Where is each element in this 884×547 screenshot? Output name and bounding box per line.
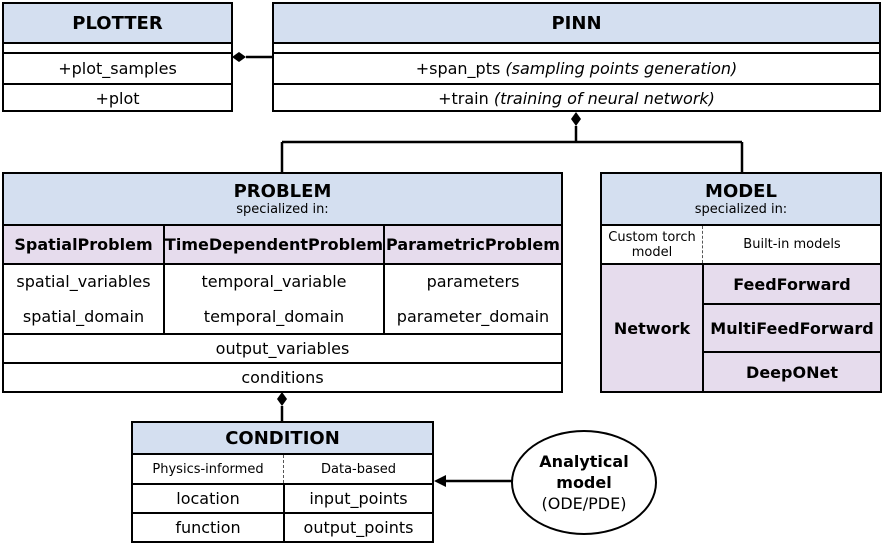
problem-conditions: conditions (241, 368, 324, 387)
problem-col-spatial: SpatialProblem (4, 226, 163, 263)
problem-col-parametric: ParametricProblem (385, 226, 561, 263)
problem-col-timedependent: TimeDependentProblem (165, 226, 383, 263)
model-class-box: MODEL specialized in: Custom torch model… (600, 172, 882, 393)
model-deeponet: DeepONet (704, 353, 880, 391)
pinn-method-span-pts-name: +span_pts (415, 58, 501, 78)
condition-physics-informed-header: Physics-informed (152, 461, 264, 477)
problem-title: PROBLEM (233, 181, 332, 202)
problem-parametric-row-2: parameter_domain (396, 306, 550, 326)
model-title: MODEL (705, 181, 777, 202)
analytical-line-1: Analytical (539, 452, 629, 471)
pinn-method-span-pts-desc: (sampling points generation) (505, 58, 738, 78)
plotter-method-plot: +plot (95, 88, 140, 108)
model-feedforward: FeedForward (704, 265, 880, 303)
condition-output-points: output_points (303, 518, 414, 537)
problem-temporal-row-1: temporal_variable (201, 272, 347, 291)
condition-location: location (176, 488, 240, 508)
problem-spatial-row-1: spatial_variables (16, 272, 151, 291)
plotter-method-plot-samples: +plot_samples (58, 58, 177, 78)
problem-temporal-row-2: temporal_domain (203, 306, 345, 326)
pinn-method-span-pts: +span_pts (sampling points generation) (274, 54, 879, 82)
pinn-method-train: +train (training of neural network) (274, 84, 879, 112)
pinn-method-train-name: +train (438, 88, 489, 108)
analytical-line-2: model (556, 473, 612, 492)
model-subtitle: specialized in: (694, 202, 788, 217)
condition-input-points: input_points (309, 488, 408, 508)
plotter-title: PLOTTER (4, 4, 231, 42)
analytical-line-3: (ODE/PDE) (541, 494, 627, 513)
model-multifeedforward: MultiFeedForward (704, 305, 880, 351)
pinn-method-train-desc: (training of neural network) (493, 88, 715, 108)
pinn-title: PINN (274, 4, 879, 42)
problem-header: PROBLEM specialized in: (4, 174, 561, 224)
problem-class-box: PROBLEM specialized in: SpatialProblem T… (2, 172, 563, 393)
problem-parametric-row-1: parameters (426, 272, 520, 291)
condition-title: CONDITION (133, 423, 432, 453)
condition-class-box: CONDITION Physics-informed Data-based lo… (131, 421, 434, 543)
problem-output-variables: output_variables (215, 339, 350, 358)
model-builtin-label: Built-in models (743, 237, 841, 252)
condition-data-based-header: Data-based (321, 461, 396, 477)
pinn-class-box: PINN +span_pts (sampling points generati… (272, 2, 881, 112)
condition-function: function (175, 518, 241, 537)
model-header: MODEL specialized in: (602, 174, 880, 224)
model-network-cell: Network (602, 265, 702, 391)
problem-spatial-row-2: spatial_domain (22, 306, 145, 326)
model-custom-torch-label: Custom torch model (608, 229, 696, 260)
analytical-model-ellipse: Analytical model (ODE/PDE) (511, 430, 657, 535)
plotter-class-box: PLOTTER +plot_samples +plot (2, 2, 233, 112)
problem-subtitle: specialized in: (236, 202, 329, 217)
